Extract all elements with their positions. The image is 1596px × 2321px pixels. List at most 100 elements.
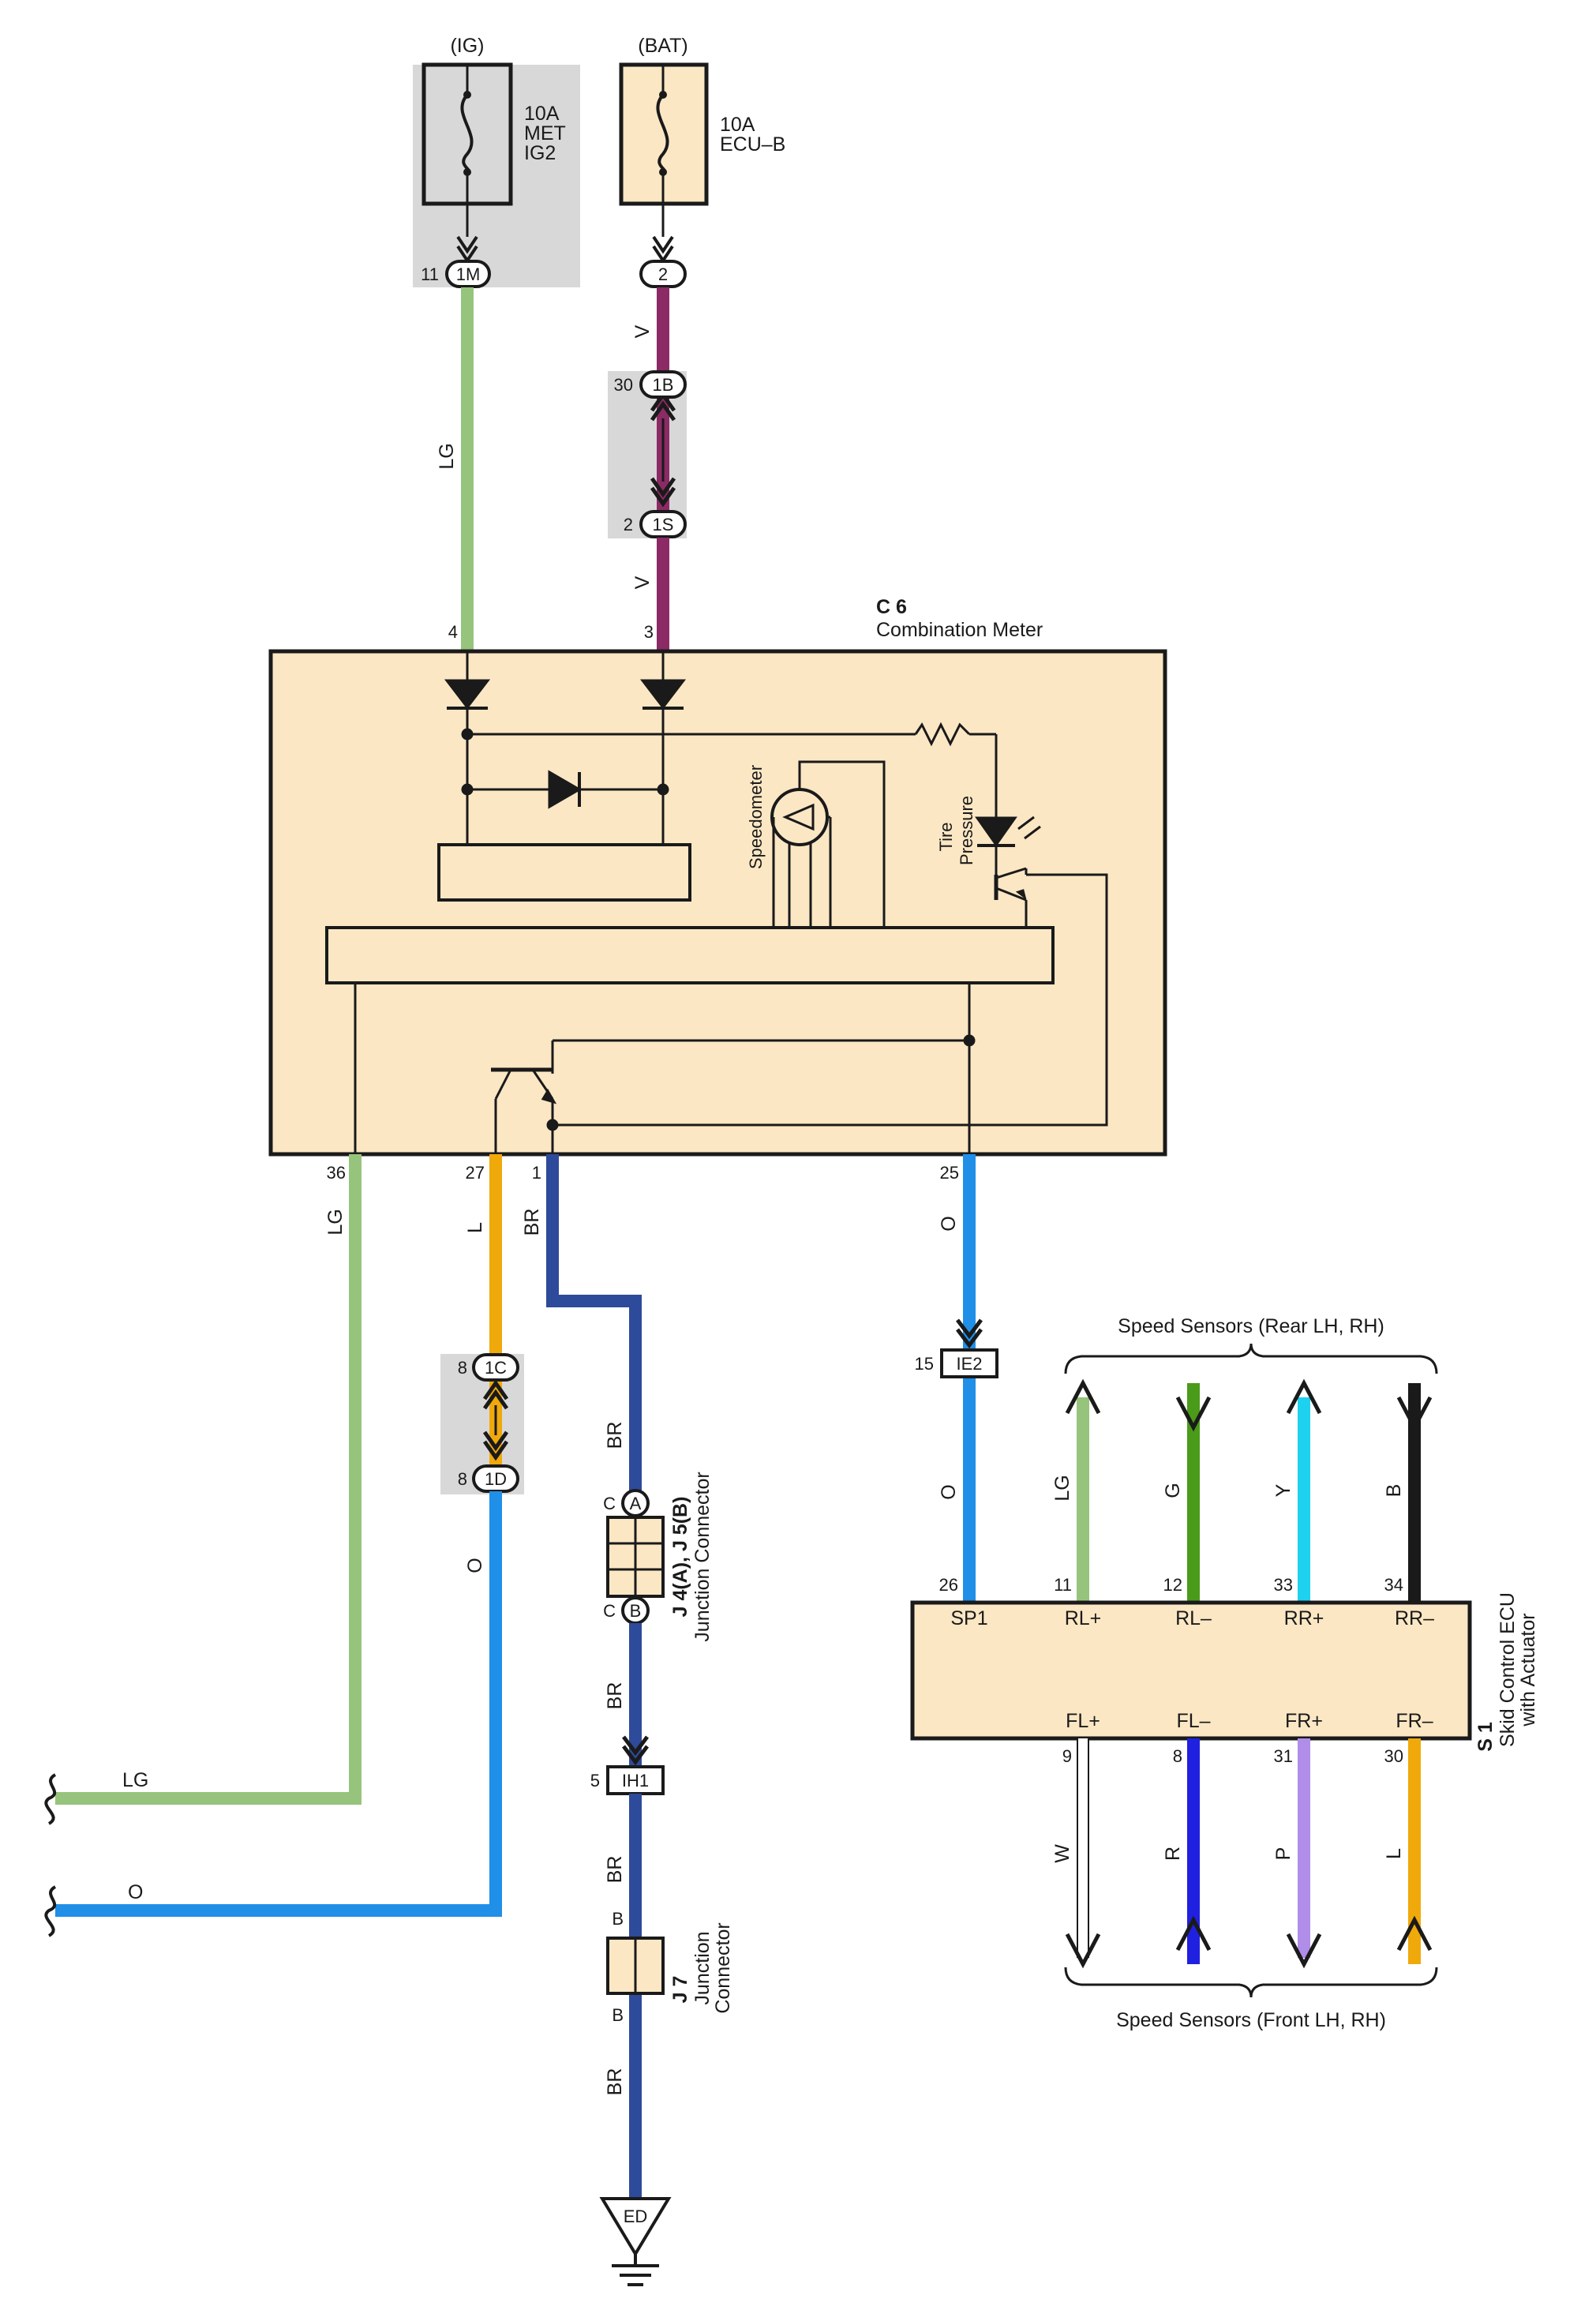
junction-connector-j7: B B J 7 Junction Connector bbox=[606, 1909, 734, 2025]
fuse-met-ig2: (IG) 10A MET IG2 bbox=[413, 35, 580, 287]
ecu-top-pins: 26 11 12 33 34 bbox=[939, 1575, 1403, 1595]
ecu-pin-8: 8 bbox=[1173, 1746, 1182, 1766]
wire-g-rl-minus-label: G bbox=[1162, 1483, 1184, 1498]
offpage-lg-label: LG bbox=[122, 1769, 148, 1791]
front-sensors-label: Speed Sensors (Front LH, RH) bbox=[1116, 2009, 1386, 2031]
speedometer-label: Speedometer bbox=[746, 765, 766, 869]
connector-ih1: IH1 5 bbox=[590, 1765, 665, 1795]
connector-1s-pin: 2 bbox=[624, 515, 633, 534]
connector-1c-id: 1C bbox=[485, 1358, 507, 1378]
fuse-ig-name-1: MET bbox=[524, 122, 566, 144]
wire-o-left bbox=[55, 1491, 502, 1917]
meter-pin-36: 36 bbox=[327, 1163, 346, 1183]
fuse-bat-source: (BAT) bbox=[638, 35, 687, 57]
wire-v-upper-label: V bbox=[631, 324, 654, 338]
ecu-pin-33: 33 bbox=[1274, 1575, 1293, 1595]
junction-j4-pin-bottom: C bbox=[603, 1601, 616, 1621]
offpage-o-label: O bbox=[128, 1881, 143, 1903]
skid-control-ecu-box bbox=[910, 1600, 1472, 1741]
ecu-bottom-pins: 9 8 31 30 bbox=[1062, 1746, 1403, 1766]
wire-o-left-label: O bbox=[464, 1558, 486, 1573]
rear-sensors-label: Speed Sensors (Rear LH, RH) bbox=[1118, 1315, 1384, 1337]
fuse-ig-source: (IG) bbox=[450, 35, 484, 57]
ecu-terminal-rr-plus: RR+ bbox=[1284, 1607, 1324, 1629]
ecu-terminal-sp1: SP1 bbox=[950, 1607, 987, 1629]
ecu-terminal-rr-minus: RR– bbox=[1395, 1607, 1434, 1629]
junction-j4-letter-top: A bbox=[630, 1494, 642, 1513]
tire-pressure-label-2: Pressure bbox=[957, 796, 976, 865]
rear-sensors-brace bbox=[1064, 1343, 1438, 1374]
connector-1m-pin: 11 bbox=[421, 264, 439, 284]
fuse-bat-rating: 10A bbox=[720, 114, 755, 136]
ecu-terminal-fr-plus: FR+ bbox=[1285, 1710, 1323, 1732]
wire-v-lower-label: V bbox=[631, 576, 654, 589]
junction-connector-j4-j5: A C B C J 4(A), J 5(B) Junction Connecto… bbox=[603, 1472, 714, 1641]
connector-ie2-pin: 15 bbox=[915, 1354, 934, 1374]
connector-2: 2 bbox=[639, 260, 687, 288]
fuse-bat-name: ECU–B bbox=[720, 133, 785, 156]
wire-o-sp1-label-2: O bbox=[938, 1484, 960, 1499]
meter-internal-circuit bbox=[325, 651, 1108, 1154]
ecu-pin-9: 9 bbox=[1062, 1746, 1072, 1766]
ecu-terminal-rl-minus: RL– bbox=[1175, 1607, 1212, 1629]
junction-j7-pin-top: B bbox=[612, 1909, 624, 1929]
connector-ie2-id: IE2 bbox=[956, 1354, 982, 1374]
connector-1d: 1D 8 bbox=[458, 1464, 519, 1493]
wire-lg-bottom bbox=[55, 1154, 362, 1805]
wire-br-upper bbox=[546, 1154, 642, 1503]
wire-w-fl-plus-label: W bbox=[1051, 1844, 1073, 1863]
meter-name: Combination Meter bbox=[876, 619, 1043, 641]
wire-lg-top-label: LG bbox=[436, 443, 458, 469]
wire-b-rr-minus-label: B bbox=[1383, 1484, 1405, 1498]
ecu-terminal-fl-minus: FL– bbox=[1176, 1710, 1210, 1732]
connector-ie2: IE2 15 bbox=[915, 1348, 998, 1378]
wire-p-fr-plus-label: P bbox=[1272, 1847, 1294, 1861]
ecu-terminal-fl-plus: FL+ bbox=[1066, 1710, 1100, 1732]
ecu-pin-12: 12 bbox=[1163, 1575, 1182, 1595]
wire-l-fr-minus-label: L bbox=[1383, 1848, 1405, 1859]
wire-y-rr-plus-label: Y bbox=[1272, 1483, 1294, 1497]
wire-lg-rl-plus-label: LG bbox=[1051, 1475, 1073, 1501]
ecu-bottom-terminals: FL+ FL– FR+ FR– bbox=[1066, 1710, 1433, 1732]
ground-ed-label: ED bbox=[624, 2207, 648, 2226]
wire-w-fl-plus bbox=[1065, 1738, 1101, 1969]
junction-j4-letter-bottom: B bbox=[630, 1601, 642, 1621]
ecu-name-2: with Actuator bbox=[1517, 1613, 1539, 1727]
junction-j4-pin-top: C bbox=[603, 1494, 616, 1513]
tire-pressure-label-1: Tire bbox=[936, 822, 956, 851]
ecu-pin-26: 26 bbox=[939, 1575, 958, 1595]
meter-pin-3: 3 bbox=[644, 622, 654, 642]
fuse-ig-rating: 10A bbox=[524, 103, 560, 125]
connector-1c-pin: 8 bbox=[458, 1358, 467, 1378]
ecu-terminal-rl-plus: RL+ bbox=[1065, 1607, 1102, 1629]
front-sensors-brace bbox=[1064, 1967, 1438, 1998]
connector-1d-pin: 8 bbox=[458, 1469, 467, 1489]
ecu-terminal-fr-minus: FR– bbox=[1396, 1710, 1433, 1732]
wire-r-fl-minus-label: R bbox=[1162, 1847, 1184, 1861]
fuse-ig-name-2: IG2 bbox=[524, 142, 556, 164]
ecu-name-1: Skid Control ECU bbox=[1497, 1592, 1519, 1747]
connector-1b-pin: 30 bbox=[614, 375, 633, 395]
junction-j4-name: Junction Connector bbox=[691, 1472, 714, 1641]
wire-l-label: L bbox=[464, 1222, 486, 1233]
connector-1s: 1S 2 bbox=[624, 510, 687, 538]
ecu-code: S 1 bbox=[1474, 1722, 1497, 1752]
connector-1s-id: 1S bbox=[653, 515, 674, 534]
ecu-pin-30: 30 bbox=[1384, 1746, 1403, 1766]
connector-1d-id: 1D bbox=[485, 1469, 507, 1489]
wire-br-label-5: BR bbox=[604, 2068, 626, 2096]
connector-1m: 1M 11 bbox=[421, 260, 491, 288]
connector-ih1-pin: 5 bbox=[590, 1771, 600, 1790]
junction-j7-code: J 7 bbox=[669, 1976, 691, 2004]
meter-pin-1: 1 bbox=[532, 1163, 541, 1183]
connector-ih1-id: IH1 bbox=[622, 1771, 649, 1790]
wire-br-label-4: BR bbox=[604, 1856, 626, 1884]
wire-br-label-3: BR bbox=[604, 1682, 626, 1710]
connector-1b: 1B 30 bbox=[614, 370, 687, 399]
meter-code: C 6 bbox=[876, 596, 907, 618]
wire-o-sp1-label-1: O bbox=[938, 1216, 960, 1231]
ecu-top-terminals: SP1 RL+ RL– RR+ RR– bbox=[950, 1607, 1434, 1629]
fuse-ecu-b: (BAT) 10A ECU–B bbox=[619, 35, 785, 264]
wire-lg-bottom-label: LG bbox=[324, 1209, 347, 1235]
